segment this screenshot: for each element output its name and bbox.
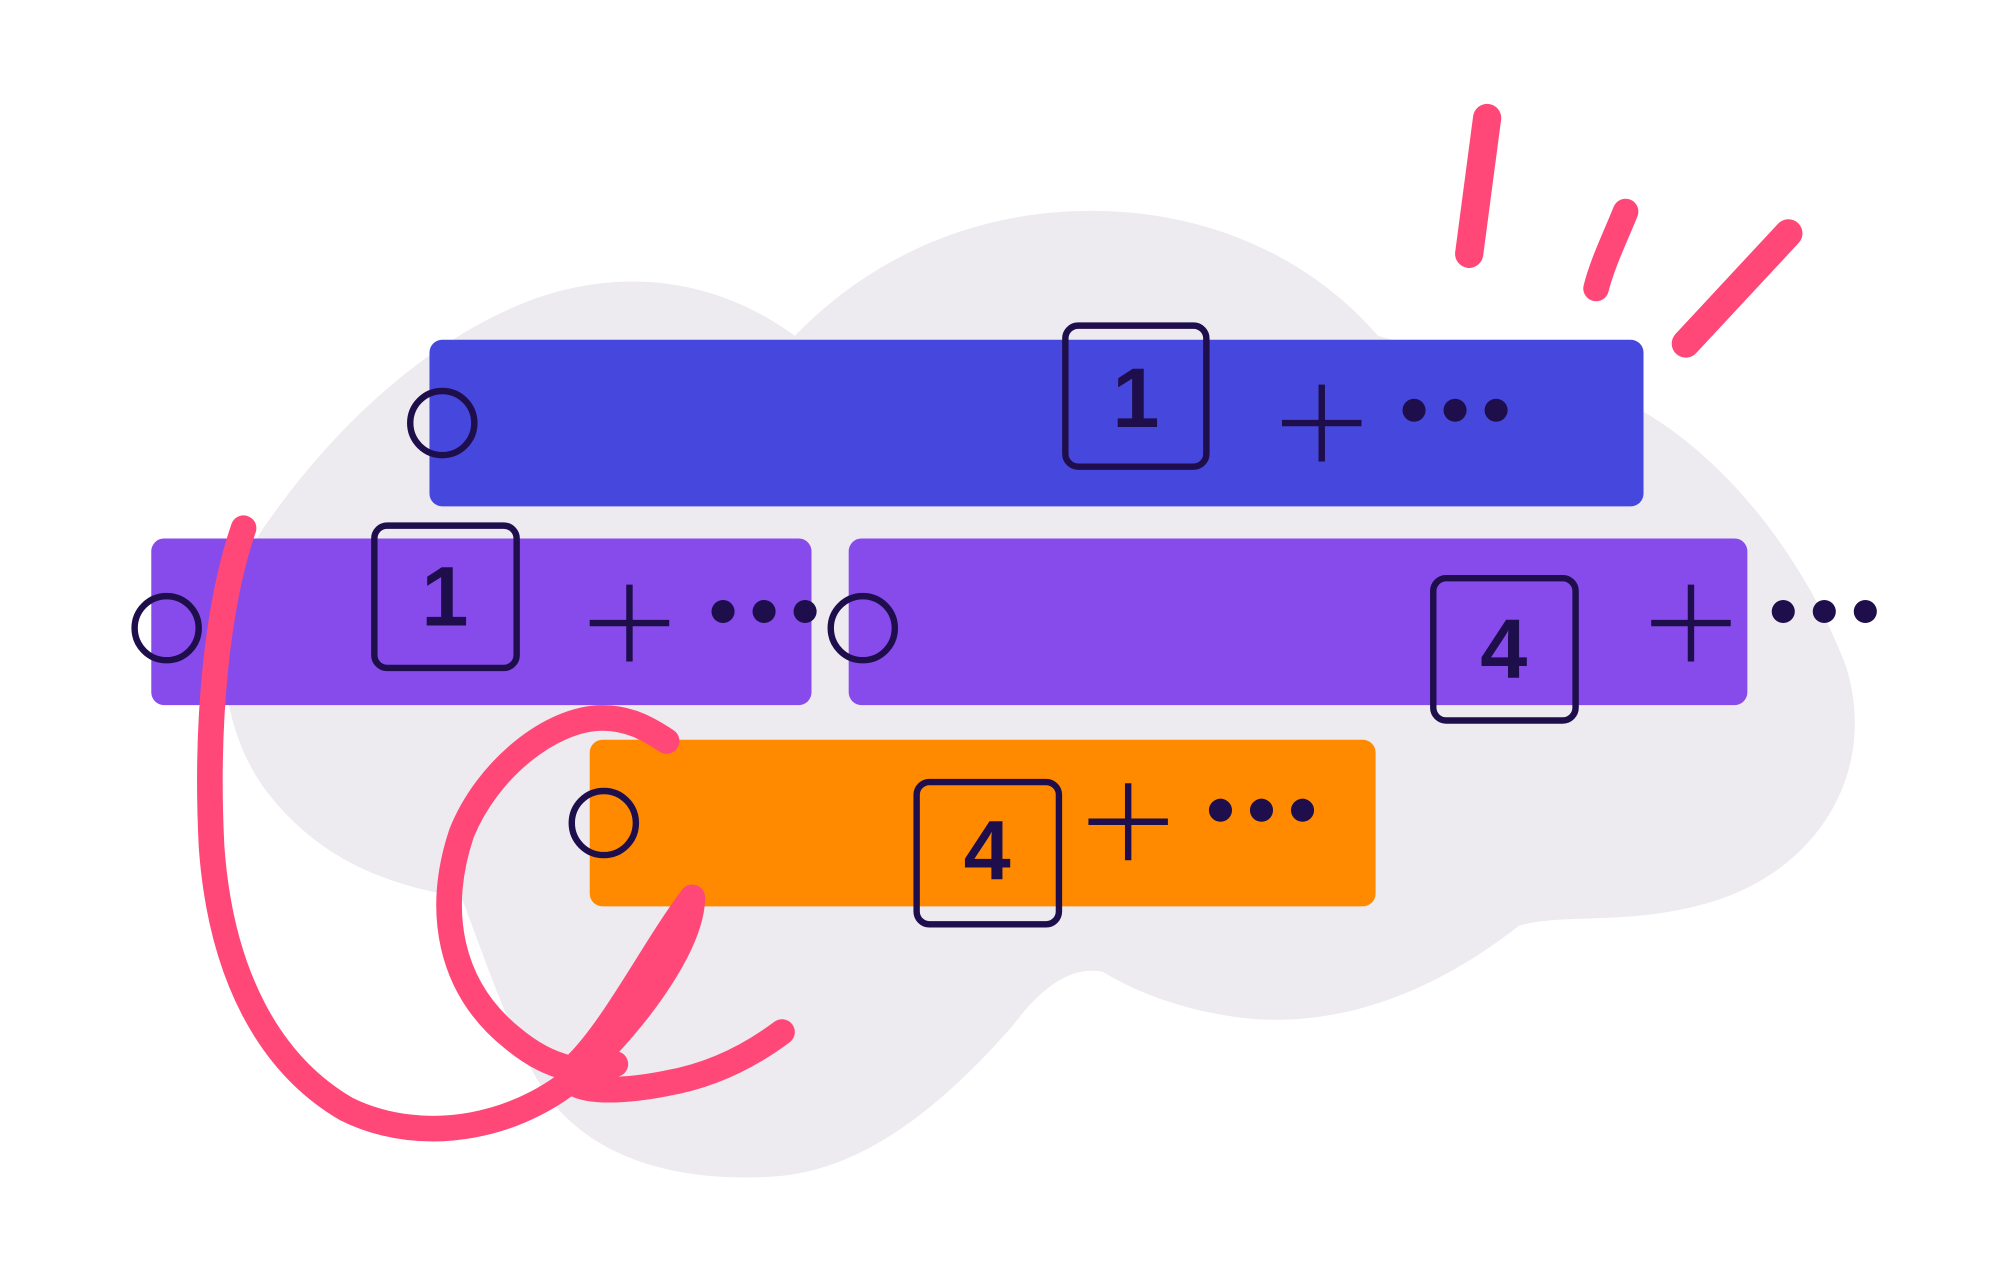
task-bar-blue[interactable]: 1 [407,322,1644,507]
count-badge [1430,574,1579,724]
plus-icon[interactable] [1282,384,1362,462]
count-badge [913,778,1063,928]
task-bar-orange[interactable]: 4 [568,739,1376,928]
more-icon[interactable] [1208,798,1315,822]
task-bar-purple-right[interactable]: 4 [827,538,1877,724]
count-badge [1062,322,1210,470]
badge-count: 4 [964,802,1011,897]
count-badge [371,522,520,672]
plus-icon[interactable] [1651,584,1731,662]
badge-count: 1 [1112,350,1159,445]
emphasis-lines-icon [1455,103,1803,358]
more-icon[interactable] [1771,599,1877,624]
scribble-loop-icon [197,515,795,1142]
plus-icon[interactable] [589,584,670,662]
circle-icon[interactable] [131,592,202,664]
task-bar-purple-left[interactable]: 1 [131,522,817,706]
plus-icon[interactable] [1088,783,1168,861]
circle-icon[interactable] [568,787,640,859]
badge-count: 4 [1480,601,1527,696]
circle-icon[interactable] [827,592,899,664]
more-icon[interactable] [1402,398,1508,422]
circle-icon[interactable] [407,387,478,459]
more-icon[interactable] [711,599,817,624]
badge-count: 1 [421,549,468,644]
